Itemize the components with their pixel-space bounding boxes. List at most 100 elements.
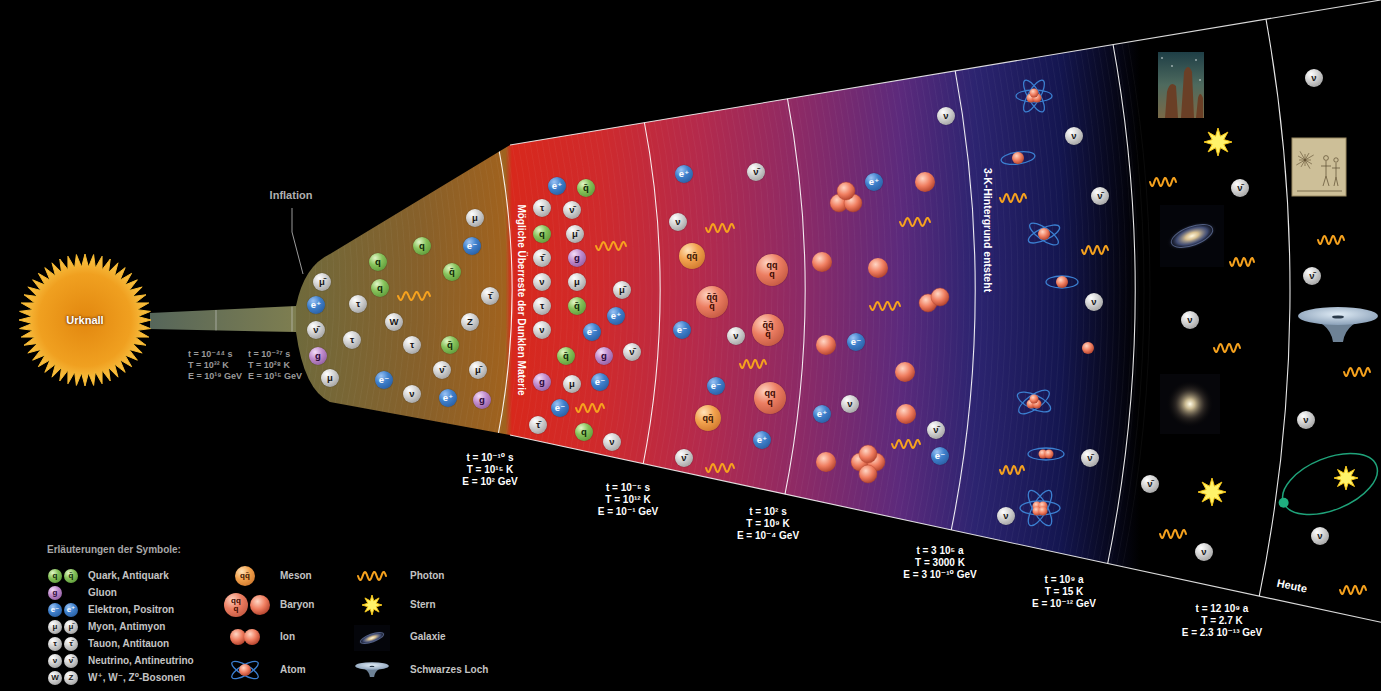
legend-symbol-text: e⁻ (51, 606, 60, 614)
legend-symbol: q̄ (64, 569, 78, 583)
particle-letter: e⁺ (552, 181, 562, 191)
texture-ring (0, 0, 682, 691)
particle-symbol: g (309, 347, 327, 365)
texture-ring (0, 0, 556, 691)
particle-symbol: τ̄ (481, 287, 499, 305)
particle-symbol: ν̄ (1141, 475, 1159, 493)
galaxy-disc (1163, 215, 1222, 257)
texture-ring (0, 0, 502, 691)
star-symbol (1198, 478, 1226, 506)
epoch-value: T = 3000 K (915, 557, 965, 569)
legend-symbol: g (48, 586, 62, 600)
photon-wave (1230, 258, 1254, 266)
epoch-boundary (498, 143, 512, 436)
texture-ring (0, 0, 772, 691)
particle-symbol: ν̄ (927, 421, 945, 439)
legend-symbol-text: q̄ (69, 572, 74, 580)
particle-letter: ν (1303, 415, 1308, 425)
particle-letter: g (539, 377, 545, 387)
particle-letter: q̄ (583, 183, 589, 193)
atom-nucleus (1038, 228, 1050, 240)
particle-symbol: e⁻ (591, 373, 609, 391)
epoch-value-text: E = 2.3 10⁻¹³ GeV (1182, 627, 1263, 639)
texture-ring (0, 0, 832, 691)
boundary-caption-text: 3-K-Hintergrund entsteht (982, 165, 994, 295)
photon-wave (596, 242, 626, 250)
texture-ring (0, 0, 580, 691)
legend-symbol: μ̄ (64, 620, 78, 634)
texture-ring (0, 0, 664, 691)
legend-text: Atom (280, 664, 306, 676)
legend-entry: Tauon, Antitauon (88, 638, 169, 650)
texture-ring (0, 0, 670, 691)
legend-entry: Quark, Antiquark (88, 570, 169, 582)
texture-ring (0, 0, 988, 691)
ion-cluster (830, 182, 862, 212)
photon-wave (1160, 530, 1186, 538)
particle-symbol: ν (727, 327, 745, 345)
texture-ring (0, 0, 550, 691)
legend-text: Photon (410, 570, 444, 582)
particle-symbol: q (371, 279, 389, 297)
star-symbol (1204, 128, 1232, 156)
texture-ring (0, 0, 820, 691)
electron-orbit (1020, 77, 1048, 114)
particle-letter: ν̄ (569, 205, 574, 215)
epoch-boundary (1258, 15, 1290, 600)
texture-ring (0, 0, 922, 691)
particle-letter: ν (1003, 511, 1008, 521)
particle-symbol: ν (403, 385, 421, 403)
particle-symbol: e⁻ (551, 399, 569, 417)
baryon-sphere (812, 252, 832, 272)
texture-ring (0, 0, 634, 691)
texture-ring (0, 0, 610, 691)
particle-symbol: ν̄ (1231, 179, 1249, 197)
texture-ring (0, 0, 490, 691)
epoch-value-text: T = 2.7 K (1201, 615, 1242, 627)
atom-nucleus (1056, 276, 1068, 288)
particle-symbol: qq q (754, 382, 786, 414)
photon-wave (1082, 246, 1108, 254)
texture-ring (0, 0, 904, 691)
black-hole-symbol (355, 662, 389, 677)
texture-ring (0, 0, 652, 691)
photon-wave (576, 404, 604, 412)
electron-orbit (230, 658, 261, 682)
atom-symbol (230, 658, 261, 682)
texture-ring (0, 0, 544, 691)
particle-symbol: e⁻ (673, 321, 691, 339)
epoch-value: T = 10¹⁵ K (467, 464, 514, 476)
particle-letter: ν̄ (629, 347, 634, 357)
particle-letter: ν (943, 111, 948, 121)
particle-letter: q (419, 241, 425, 251)
photon-wave (1214, 344, 1240, 352)
texture-ring (0, 0, 352, 691)
particle-symbol: ν (997, 507, 1015, 525)
texture-ring (0, 0, 394, 691)
legend-text: Gluon (88, 587, 117, 599)
epoch-value: t = 10⁻¹⁰ s (466, 452, 513, 464)
burst-label: Urknall (66, 315, 103, 326)
particle-symbol: τ (533, 297, 551, 315)
particle-letter: τ (356, 299, 360, 309)
texture-ring (0, 0, 964, 691)
electron-orbit (1027, 219, 1062, 248)
texture-ring (0, 0, 1054, 691)
particle-letter: e⁺ (817, 409, 827, 419)
galaxy-disc (356, 628, 388, 648)
particle-letter: q̄q̄ q̄ (707, 293, 718, 311)
particle-symbol: ν (533, 321, 551, 339)
texture-ring (0, 0, 370, 691)
galaxy-frame (354, 625, 390, 651)
particle-symbol: qq q (756, 254, 788, 286)
particle-symbol: e⁻ (847, 333, 865, 351)
texture-ring (0, 0, 436, 691)
texture-ring (0, 0, 526, 691)
epoch-value-text: t = 10² s (749, 506, 787, 518)
particle-symbol: μ (568, 273, 586, 291)
epoch-value: T = 10⁹ K (746, 518, 789, 530)
texture-ring (0, 0, 760, 691)
particle-letter: qq̄ (703, 414, 714, 423)
particle-symbol: ν̄ (307, 321, 325, 339)
legend-entry: Atom (280, 664, 306, 676)
